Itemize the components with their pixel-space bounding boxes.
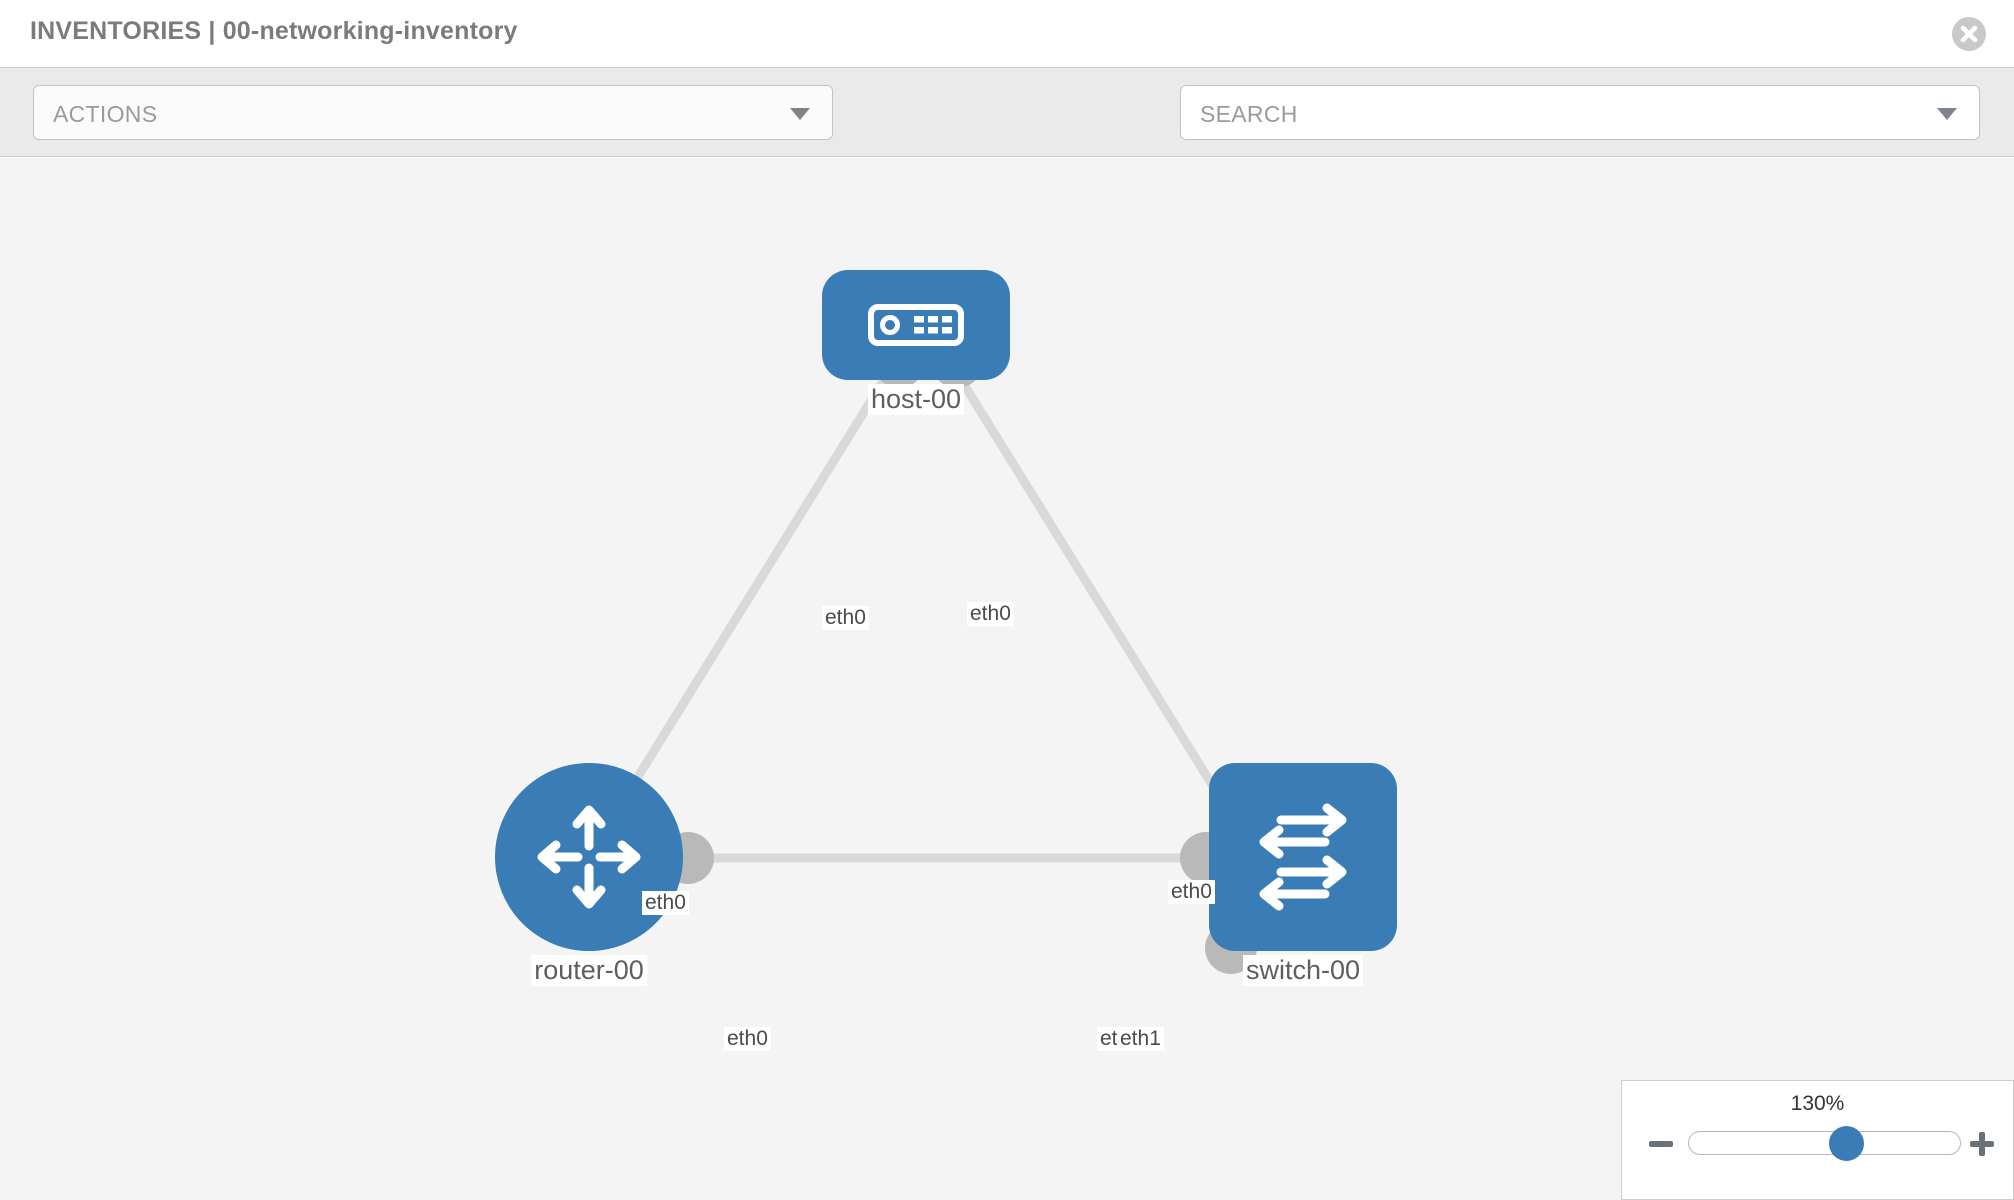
host-node-shape xyxy=(822,270,1010,380)
topology-node-host-00[interactable]: host-00 xyxy=(822,270,1010,415)
router-node-shape xyxy=(495,763,683,951)
zoom-level-value: 130% xyxy=(1790,1092,1845,1115)
interface-label-switch-left: eth1 xyxy=(1117,1027,1164,1051)
chevron-down-icon[interactable] xyxy=(1937,108,1957,120)
search-input[interactable]: SEARCH xyxy=(1180,85,1980,140)
zoom-control-panel: 130% xyxy=(1621,1080,2014,1200)
topology-node-router-00[interactable]: router-00 xyxy=(495,763,683,986)
interface-label-host-right: eth0 xyxy=(967,602,1014,626)
server-device-icon xyxy=(868,304,964,346)
toolbar: ACTIONS SEARCH xyxy=(0,68,2014,202)
close-icon[interactable] xyxy=(1952,17,1986,51)
page-title: INVENTORIES | 00-networking-inventory xyxy=(30,17,518,45)
topology-node-switch-00[interactable]: switch-00 xyxy=(1209,763,1397,986)
chevron-down-icon xyxy=(790,108,810,120)
actions-dropdown-label: ACTIONS xyxy=(53,101,158,127)
topology-canvas[interactable]: host-00 router-00 xyxy=(0,158,2014,1200)
zoom-slider-thumb[interactable] xyxy=(1829,1126,1865,1161)
switch-arrows-icon xyxy=(1259,803,1347,911)
minus-icon xyxy=(1649,1141,1673,1147)
zoom-slider[interactable] xyxy=(1688,1126,1961,1161)
interface-label-host-left: eth0 xyxy=(822,606,869,630)
window-header: INVENTORIES | 00-networking-inventory xyxy=(0,0,2014,68)
switch-node-shape xyxy=(1209,763,1397,951)
interface-label-router-up: eth0 xyxy=(642,891,689,915)
link-host-router xyxy=(596,367,894,841)
search-placeholder: SEARCH xyxy=(1200,101,1298,127)
node-label-host-00: host-00 xyxy=(867,384,965,415)
interface-label-router-right: eth0 xyxy=(724,1027,771,1051)
actions-dropdown[interactable]: ACTIONS xyxy=(33,85,833,140)
router-arrows-icon xyxy=(537,805,641,909)
plus-icon xyxy=(1970,1132,1994,1156)
zoom-in-button[interactable] xyxy=(1967,1129,1997,1159)
zoom-out-button[interactable] xyxy=(1646,1129,1676,1159)
interface-label-switch-up: eth0 xyxy=(1168,880,1215,904)
link-host-switch xyxy=(951,367,1249,841)
node-label-switch-00: switch-00 xyxy=(1242,955,1364,986)
topology-graph: host-00 router-00 xyxy=(0,158,2014,1200)
node-label-router-00: router-00 xyxy=(531,955,647,986)
